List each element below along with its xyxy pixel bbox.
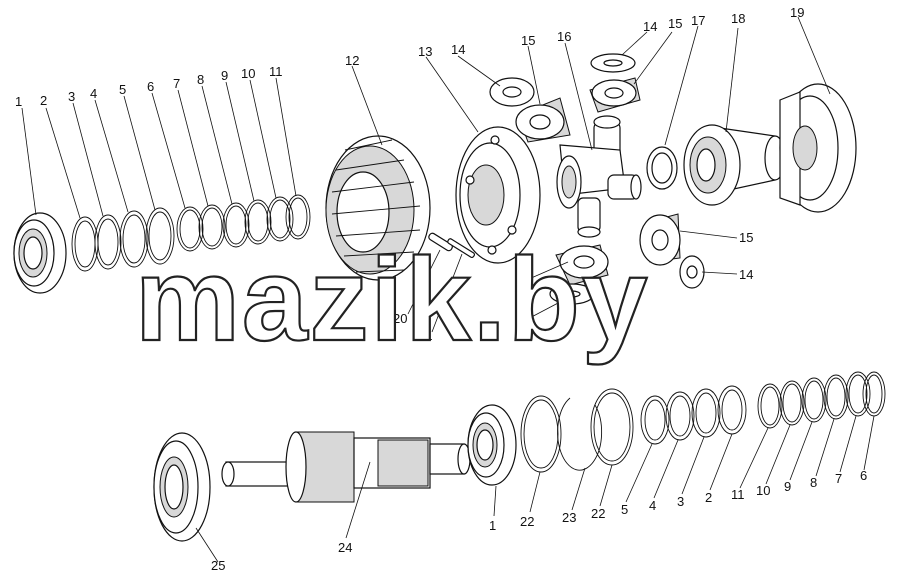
bearing-top [13, 212, 67, 294]
callout-10: 10 [241, 66, 255, 81]
thrust-washer-top-right [590, 53, 636, 73]
callout-2-bottom: 2 [705, 490, 712, 505]
callout-7: 7 [173, 76, 180, 91]
callout-24: 24 [338, 540, 352, 555]
callout-4: 4 [90, 86, 97, 101]
pinion-gear-top [515, 97, 571, 143]
callout-9-bottom: 9 [784, 479, 791, 494]
callout-numbers: 1 2 3 4 5 6 7 8 9 10 11 12 13 14 15 16 1… [15, 5, 867, 573]
callout-8-bottom: 8 [810, 475, 817, 490]
watermark-text: mazik.by [135, 234, 649, 366]
callout-22-a: 22 [520, 514, 534, 529]
callout-9: 9 [221, 68, 228, 83]
callout-14-upper: 14 [643, 19, 657, 34]
callout-15-bottom: 15 [514, 280, 528, 295]
callout-13: 13 [418, 44, 432, 59]
differential-cover [779, 83, 857, 213]
callout-7-bottom: 7 [835, 471, 842, 486]
callout-5-bottom: 5 [621, 502, 628, 517]
splined-shaft [221, 431, 471, 503]
callout-23: 23 [562, 510, 576, 525]
ring-set-top [71, 194, 311, 272]
callout-19: 19 [790, 5, 804, 20]
callout-3-bottom: 3 [677, 494, 684, 509]
callout-25: 25 [211, 558, 225, 573]
pinion-gear-top-right [589, 77, 641, 113]
dowel-pins [428, 232, 476, 259]
pinion-gear-right [639, 213, 681, 266]
callout-1: 1 [15, 94, 22, 109]
callout-14-right: 14 [739, 267, 753, 282]
callout-14-bottom: 14 [514, 318, 528, 333]
callout-15-upper: 15 [668, 16, 682, 31]
callout-2: 2 [40, 93, 47, 108]
callout-18: 18 [731, 11, 745, 26]
differential-spider [556, 115, 642, 238]
leader-lines-top [21, 77, 297, 219]
callout-21: 21 [418, 328, 432, 343]
callout-6: 6 [147, 79, 154, 94]
callout-15-top: 15 [521, 33, 535, 48]
thrust-washer-bottom [549, 283, 595, 305]
side-gear [683, 124, 786, 206]
pinion-gear-bottom [555, 244, 609, 286]
side-collar [646, 146, 678, 190]
bearing-bottom [467, 404, 517, 486]
callout-20: 20 [393, 311, 407, 326]
differential-housing [455, 126, 541, 264]
callout-6-bottom: 6 [860, 468, 867, 483]
callout-22-b: 22 [591, 506, 605, 521]
callout-16: 16 [557, 29, 571, 44]
callout-5: 5 [119, 82, 126, 97]
drive-gear-bottom [153, 432, 211, 542]
callout-8: 8 [197, 72, 204, 87]
thrust-washer-right [679, 255, 705, 289]
callout-11: 11 [269, 64, 283, 79]
ring-gear [325, 135, 431, 281]
callout-11-bottom: 11 [731, 487, 745, 502]
callout-1-bottom: 1 [489, 518, 496, 533]
ring-set-bottom [520, 371, 886, 473]
callout-15-right: 15 [739, 230, 753, 245]
callout-10-bottom: 10 [756, 483, 770, 498]
callout-4-bottom: 4 [649, 498, 656, 513]
callout-17: 17 [691, 13, 705, 28]
callout-14-top: 14 [451, 42, 465, 57]
callout-12: 12 [345, 53, 359, 68]
callout-3: 3 [68, 89, 75, 104]
leader-lines-bottom [529, 415, 875, 513]
thrust-washer-top-left [489, 77, 535, 107]
